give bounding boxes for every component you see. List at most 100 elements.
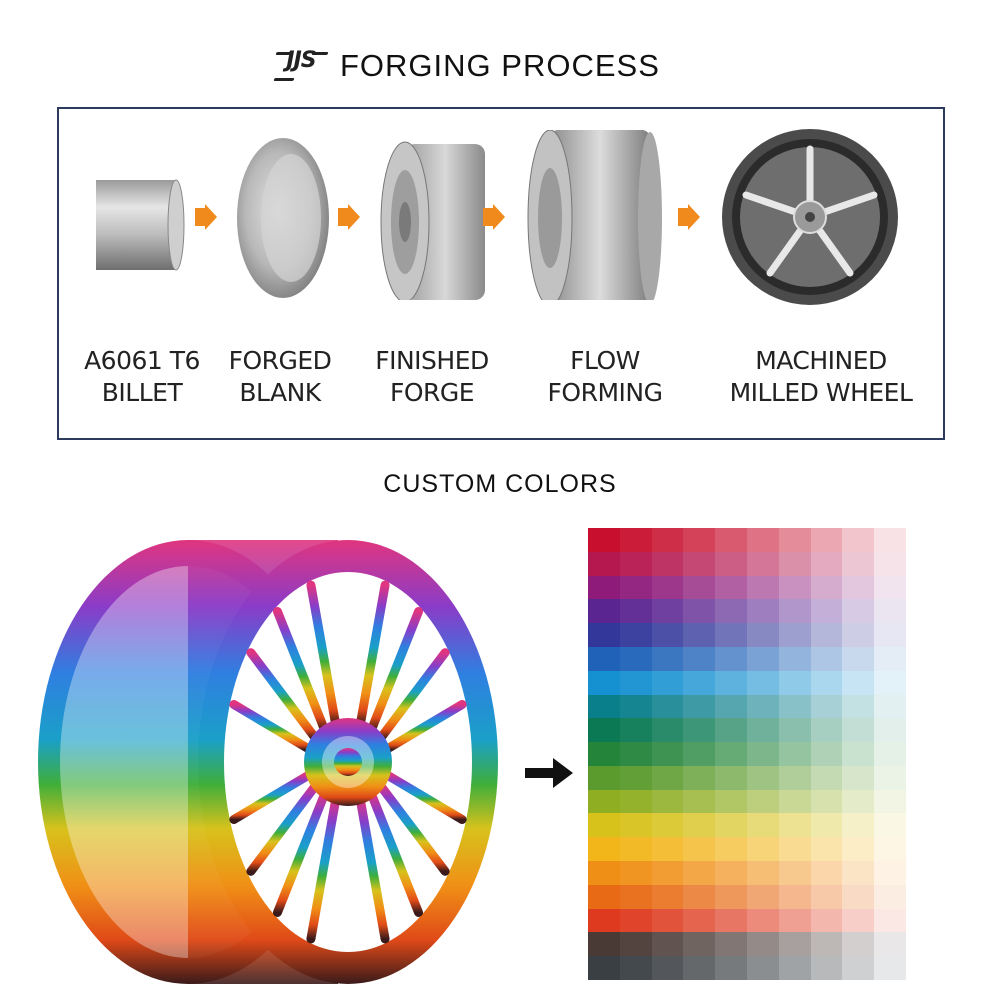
wheel-spoke	[381, 700, 467, 755]
palette-swatch	[810, 789, 843, 814]
billet-icon	[96, 179, 185, 271]
palette-swatch	[588, 694, 620, 719]
palette-swatch	[683, 694, 716, 719]
palette-swatch	[588, 932, 620, 957]
wheel-spoke	[306, 580, 341, 729]
palette-swatch	[842, 742, 875, 766]
step-label-flow-forming: FLOW FORMING	[547, 346, 663, 407]
palette-swatch	[715, 551, 747, 576]
palette-swatch	[778, 861, 811, 885]
palette-swatch	[778, 718, 811, 743]
palette-swatch	[683, 528, 716, 552]
palette-swatch	[619, 789, 652, 814]
rainbow-wheel-image	[38, 540, 498, 984]
palette-swatch	[810, 956, 843, 980]
palette-swatch	[810, 765, 843, 790]
palette-swatch	[651, 575, 684, 600]
palette-swatch	[874, 837, 906, 862]
palette-swatch	[842, 932, 875, 957]
step-label-forged-blank: FORGED BLANK	[228, 346, 332, 407]
palette-swatch	[588, 742, 620, 766]
palette-swatch	[651, 765, 684, 790]
palette-swatch	[619, 551, 652, 576]
palette-swatch	[651, 789, 684, 814]
palette-swatch	[651, 670, 684, 695]
palette-swatch	[842, 837, 875, 862]
arrow-right-icon	[338, 204, 360, 230]
palette-swatch	[810, 932, 843, 957]
page-title: FORGING PROCESS	[340, 48, 660, 83]
flow-forming-icon	[527, 130, 662, 300]
finished-forge-icon	[380, 141, 485, 300]
palette-swatch	[746, 956, 779, 980]
palette-swatch	[715, 599, 747, 624]
palette-swatch	[683, 932, 716, 957]
palette-swatch	[842, 813, 875, 838]
palette-swatch	[651, 932, 684, 957]
palette-swatch	[778, 742, 811, 766]
palette-swatch	[874, 956, 906, 980]
palette-swatch	[746, 646, 779, 671]
palette-swatch	[810, 813, 843, 838]
palette-swatch	[842, 861, 875, 885]
palette-swatch	[778, 599, 811, 624]
wheel-spoke	[229, 769, 315, 824]
palette-swatch	[746, 932, 779, 957]
palette-swatch	[778, 813, 811, 838]
palette-swatch	[746, 718, 779, 743]
palette-swatch	[619, 528, 652, 552]
palette-swatch	[746, 861, 779, 885]
custom-colors-title: CUSTOM COLORS	[383, 470, 617, 498]
palette-swatch	[651, 956, 684, 980]
palette-swatch	[715, 765, 747, 790]
palette-swatch	[651, 623, 684, 647]
palette-swatch	[619, 932, 652, 957]
step-label-milled-wheel: MACHINED MILLED WHEEL	[729, 346, 913, 407]
palette-swatch	[683, 884, 716, 909]
palette-swatch	[746, 884, 779, 909]
palette-swatch	[746, 908, 779, 933]
forging-process-panel	[57, 107, 945, 440]
palette-swatch	[842, 575, 875, 600]
palette-swatch	[746, 575, 779, 600]
palette-swatch	[874, 789, 906, 814]
palette-swatch	[810, 837, 843, 862]
palette-swatch	[715, 956, 747, 980]
palette-swatch	[715, 837, 747, 862]
palette-swatch	[683, 623, 716, 647]
logo-text: JJS	[286, 48, 316, 73]
palette-swatch	[651, 742, 684, 766]
palette-swatch	[778, 551, 811, 576]
palette-swatch	[588, 551, 620, 576]
palette-swatch	[683, 765, 716, 790]
palette-swatch	[715, 932, 747, 957]
palette-swatch	[619, 646, 652, 671]
palette-swatch	[874, 884, 906, 909]
palette-swatch	[778, 932, 811, 957]
arrow-right-icon	[678, 204, 700, 230]
palette-swatch	[683, 646, 716, 671]
palette-swatch	[588, 908, 620, 933]
palette-swatch	[588, 884, 620, 909]
palette-swatch	[874, 765, 906, 790]
palette-swatch	[619, 718, 652, 743]
palette-swatch	[715, 789, 747, 814]
palette-swatch	[683, 837, 716, 862]
palette-swatch	[619, 599, 652, 624]
palette-swatch	[588, 813, 620, 838]
palette-swatch	[588, 765, 620, 790]
palette-swatch	[874, 599, 906, 624]
palette-swatch	[651, 528, 684, 552]
milled-wheel-icon	[722, 129, 898, 305]
palette-swatch	[683, 956, 716, 980]
palette-swatch	[651, 694, 684, 719]
palette-swatch	[683, 670, 716, 695]
palette-swatch	[810, 599, 843, 624]
palette-swatch	[842, 908, 875, 933]
palette-swatch	[683, 861, 716, 885]
palette-swatch	[683, 599, 716, 624]
palette-swatch	[810, 551, 843, 576]
palette-swatch	[874, 670, 906, 695]
palette-swatch	[746, 528, 779, 552]
wheel-spoke	[375, 648, 450, 743]
